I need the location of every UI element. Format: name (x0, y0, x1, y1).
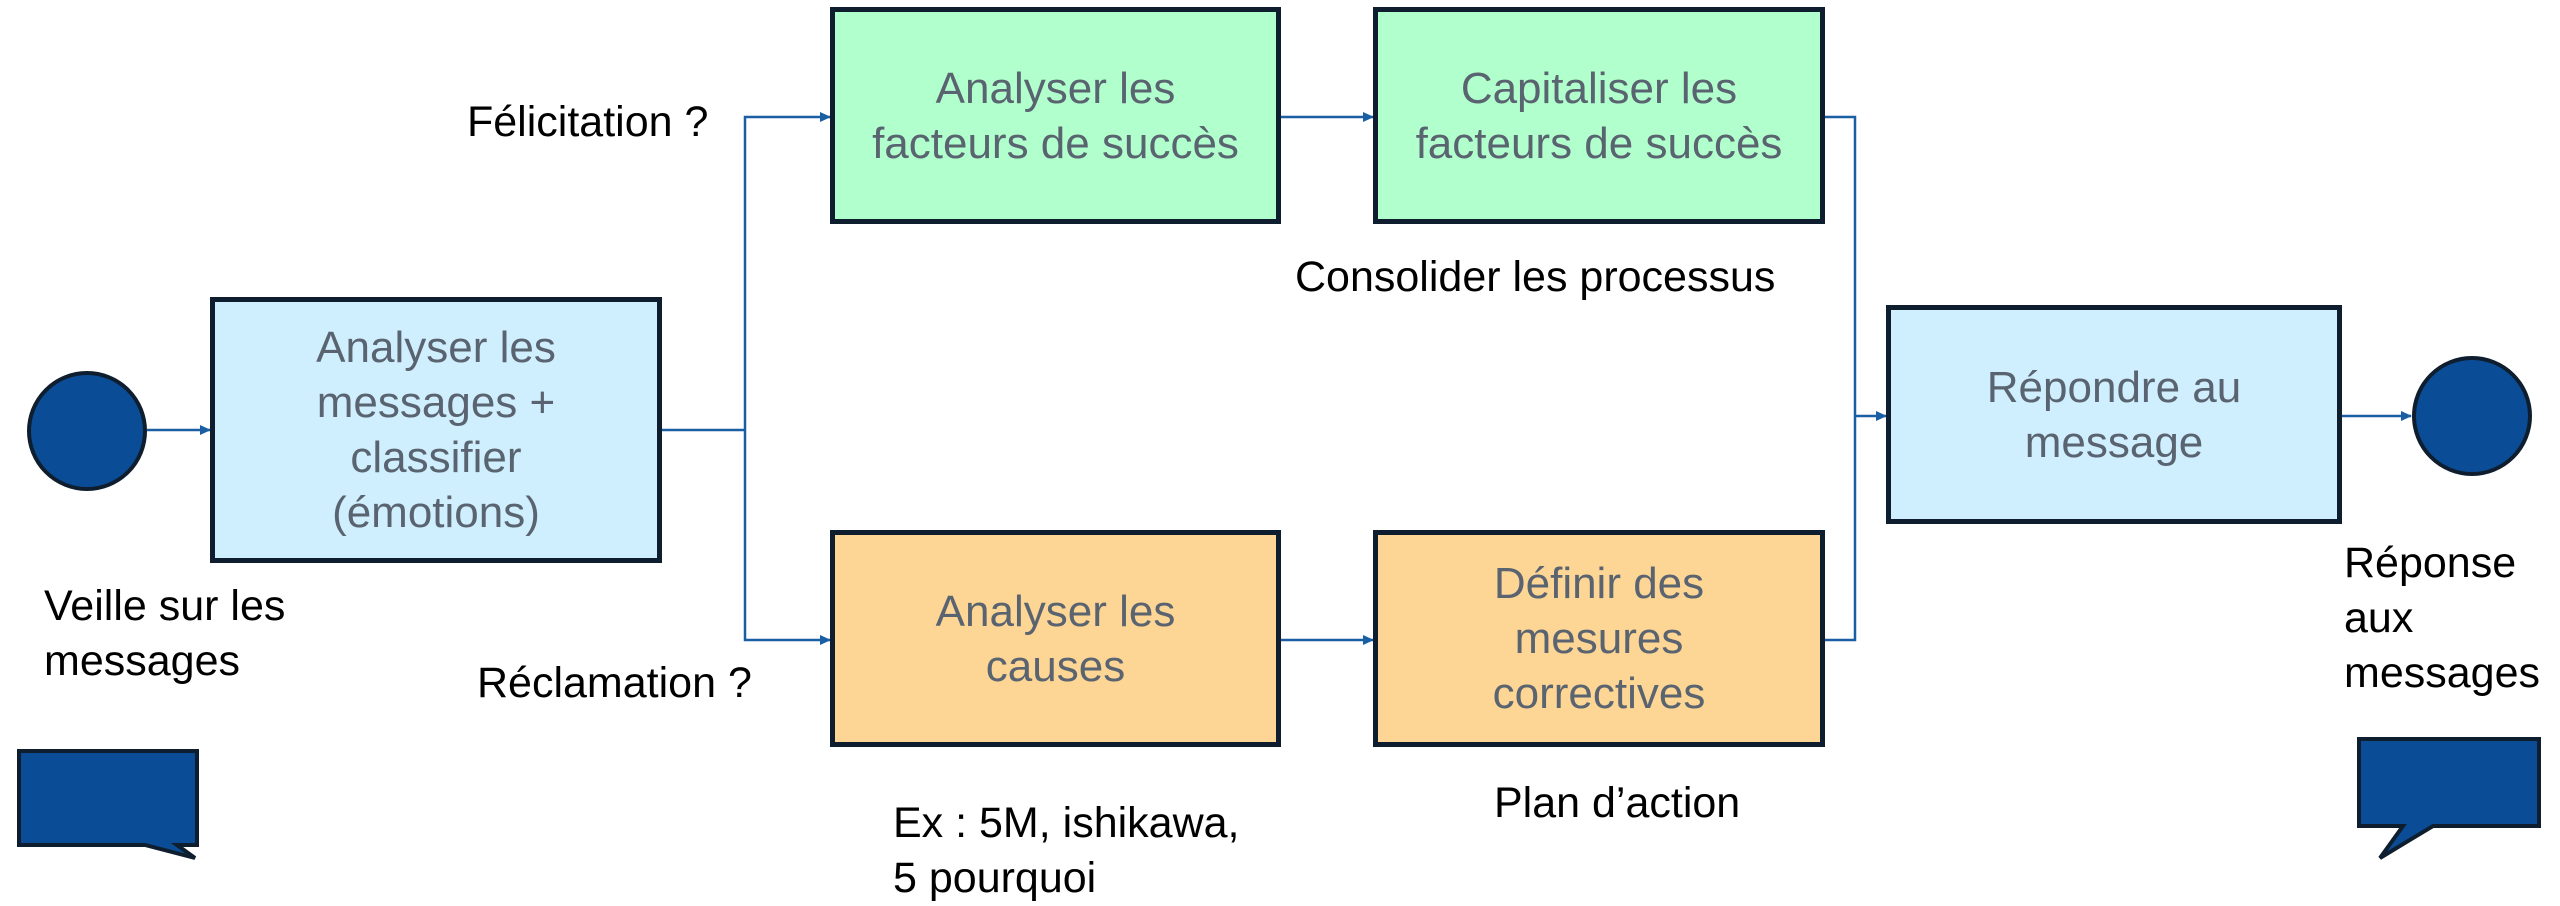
label-message-response: Réponse aux messages (2344, 539, 2540, 697)
connector-branch-to-success (743, 112, 831, 430)
connector-measures-to-merge (1825, 416, 1857, 642)
label-analysis-methods: Ex : 5M, ishikawa, 5 pourquoi (893, 799, 1240, 902)
start-event-icon (27, 371, 147, 491)
node-respond-to-message: Répondre au message (1886, 305, 2342, 524)
node-analyze-causes: Analyser les causes (830, 530, 1281, 747)
node-analyze-success-factors: Analyser les facteurs de succès (830, 7, 1281, 224)
node-capitalize-success-factors: Capitaliser les facteurs de succès (1373, 7, 1825, 224)
node-define-corrective-measures: Définir des mesures correctives (1373, 530, 1825, 747)
node-analyze-messages: Analyser les messages + classifier (émot… (210, 297, 662, 563)
label-complaint-branch: Réclamation ? (477, 659, 752, 707)
speech-bubble-icon (2357, 737, 2541, 860)
end-event-icon (2412, 356, 2532, 476)
label-consolidate-processes: Consolider les processus (1295, 253, 1776, 301)
speech-bubble-icon (17, 749, 199, 860)
connector-capitalize-to-merge (1825, 115, 1857, 416)
label-action-plan: Plan d’action (1494, 779, 1741, 827)
connector-branch-to-causes (743, 430, 831, 645)
label-message-watch: Veille sur les messages (44, 582, 286, 685)
label-congrats-branch: Félicitation ? (467, 98, 709, 146)
